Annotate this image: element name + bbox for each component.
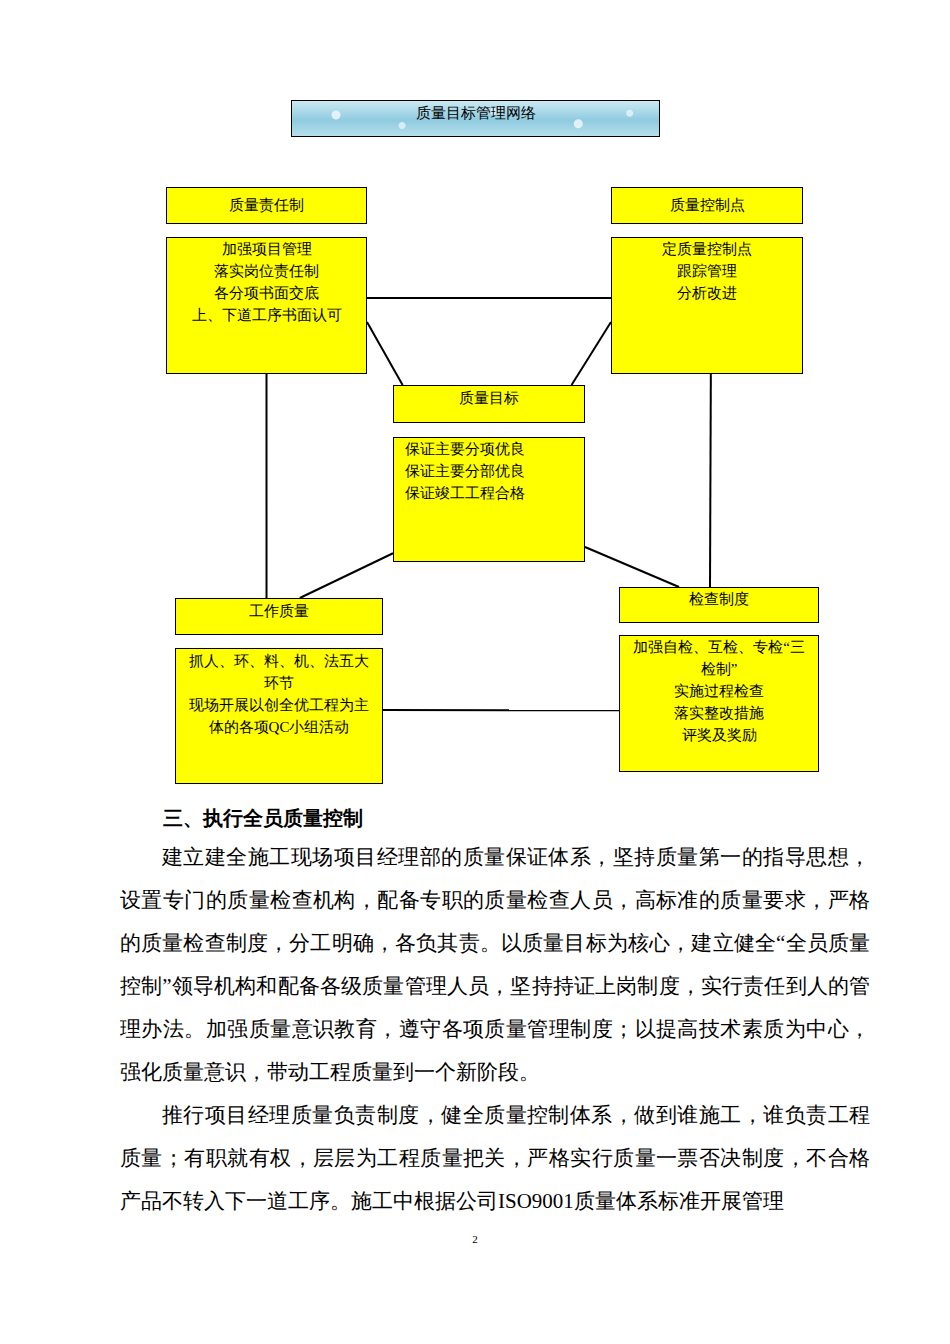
- box-text: 工作质量: [182, 600, 376, 622]
- text-line: 保证主要分项优良: [405, 438, 578, 460]
- box-text: 检查制度: [626, 588, 812, 610]
- box-text: 保证主要分项优良 保证主要分部优良 保证竣工工程合格: [405, 438, 578, 504]
- text-line: 落实岗位责任制: [171, 260, 362, 282]
- connector-line: [367, 297, 611, 299]
- connector-line: [367, 322, 403, 385]
- heading-box: 检查制度: [619, 587, 819, 623]
- box-text: 定质量控制点 跟踪管理 分析改进: [616, 238, 798, 304]
- content-box: 抓人、环、料、机、法五大环节 现场开展以创全优工程为主体的各项QC小组活动: [175, 648, 383, 784]
- box-text: 抓人、环、料、机、法五大环节 现场开展以创全优工程为主体的各项QC小组活动: [182, 650, 376, 738]
- heading-box: 质量控制点: [611, 187, 803, 224]
- text-line: 抓人、环、料、机、法五大环节: [182, 650, 376, 694]
- content-box: 加强自检、互检、专检“三检制” 实施过程检查 落实整改措施 评奖及奖励: [619, 635, 819, 772]
- text-line: 保证主要分部优良: [405, 460, 578, 482]
- text-line: 质量责任制: [173, 194, 360, 216]
- content-box: 加强项目管理 落实岗位责任制 各分项书面交底 上、下道工序书面认可: [166, 237, 367, 374]
- text-line: 加强项目管理: [171, 238, 362, 260]
- box-text: 质量责任制: [173, 194, 360, 216]
- box-text: 加强自检、互检、专检“三检制” 实施过程检查 落实整改措施 评奖及奖励: [626, 636, 812, 746]
- box-text: 加强项目管理 落实岗位责任制 各分项书面交底 上、下道工序书面认可: [171, 238, 362, 326]
- connector-line: [300, 553, 393, 598]
- text-line: 工作质量: [182, 600, 376, 622]
- connector-line: [585, 547, 679, 587]
- content-box: 保证主要分项优良 保证主要分部优良 保证竣工工程合格: [393, 437, 585, 562]
- title-text: 质量目标管理网络: [292, 103, 659, 123]
- text-line: 检查制度: [626, 588, 812, 610]
- body-paragraph: 推行项目经理质量负责制度，健全质量控制体系，做到谁施工，谁负责工程质量；有职就有…: [120, 1094, 870, 1223]
- heading-box: 质量责任制: [166, 187, 367, 224]
- connector-line: [266, 374, 268, 598]
- text-line: 上、下道工序书面认可: [171, 304, 362, 326]
- text-line: 加强自检、互检、专检“三检制”: [626, 636, 812, 680]
- page-number: 2: [455, 1232, 495, 1246]
- box-text: 质量目标: [400, 387, 578, 409]
- connector-line: [709, 374, 712, 587]
- text-line: 分析改进: [616, 282, 798, 304]
- text-line: 各分项书面交底: [171, 282, 362, 304]
- connector-line: [572, 322, 611, 385]
- connector-line: [383, 709, 619, 711]
- title-banner: 质量目标管理网络: [291, 100, 660, 137]
- text-line: 实施过程检查: [626, 680, 812, 702]
- box-text: 质量控制点: [618, 194, 796, 216]
- text-line: 保证竣工工程合格: [405, 482, 578, 504]
- text-line: 评奖及奖励: [626, 724, 812, 746]
- text-line: 跟踪管理: [616, 260, 798, 282]
- heading-box: 工作质量: [175, 598, 383, 635]
- content-box: 定质量控制点 跟踪管理 分析改进: [611, 237, 803, 374]
- body-paragraph: 建立建全施工现场项目经理部的质量保证体系，坚持质量第一的指导思想，设置专门的质量…: [120, 836, 870, 1094]
- text-line: 落实整改措施: [626, 702, 812, 724]
- text-line: 质量目标: [400, 387, 578, 409]
- section-heading: 三、执行全员质量控制: [163, 803, 863, 833]
- text-line: 质量控制点: [618, 194, 796, 216]
- heading-box: 质量目标: [393, 385, 585, 423]
- text-line: 现场开展以创全优工程为主体的各项QC小组活动: [182, 694, 376, 738]
- text-line: 定质量控制点: [616, 238, 798, 260]
